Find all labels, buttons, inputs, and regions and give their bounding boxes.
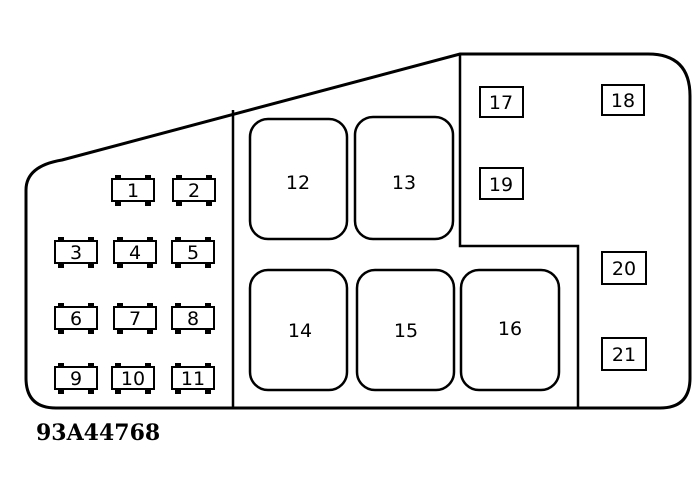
fuse-10-label: 10 <box>121 368 145 390</box>
fuse-1-label: 1 <box>127 180 139 202</box>
divider-right <box>458 54 580 408</box>
fuse-11: 11 <box>171 363 215 394</box>
fuse-9: 9 <box>54 363 98 394</box>
fuse-5-label: 5 <box>187 242 199 264</box>
relay-14: 14 <box>248 268 349 392</box>
fuse-3: 3 <box>54 237 98 268</box>
fuse-8: 8 <box>171 303 215 334</box>
fuse-11-label: 11 <box>181 368 205 390</box>
fuse-6: 6 <box>54 303 98 334</box>
fuse-17: 17 <box>479 86 524 118</box>
fuse-18-label: 18 <box>611 90 635 112</box>
fuse-20: 20 <box>601 251 647 285</box>
relay-15: 15 <box>355 268 456 392</box>
fuse-block-outline <box>24 52 692 410</box>
fuse-4: 4 <box>113 237 157 268</box>
fuse-19: 19 <box>479 167 524 200</box>
fuse-20-label: 20 <box>612 258 636 280</box>
fuse-5: 5 <box>171 237 215 268</box>
fuse-2-label: 2 <box>188 180 200 202</box>
fuse-19-label: 19 <box>489 174 513 196</box>
fuse-9-label: 9 <box>70 368 82 390</box>
fuse-3-label: 3 <box>70 242 82 264</box>
relay-13-label: 13 <box>392 172 416 194</box>
fuse-21-label: 21 <box>612 344 636 366</box>
fuse-2: 2 <box>172 175 216 206</box>
relay-12: 12 <box>248 117 349 241</box>
fuse-21: 21 <box>601 337 647 371</box>
fuse-4-label: 4 <box>129 242 141 264</box>
fuse-17-label: 17 <box>489 92 513 114</box>
fuse-6-label: 6 <box>70 308 82 330</box>
relay-16-label: 16 <box>498 318 522 340</box>
fuse-1: 1 <box>111 175 155 206</box>
fuse-10: 10 <box>111 363 155 394</box>
fuse-7-label: 7 <box>129 308 141 330</box>
fuse-7: 7 <box>113 303 157 334</box>
relay-14-label: 14 <box>288 320 312 342</box>
relay-16: 16 <box>459 268 561 392</box>
fuse-8-label: 8 <box>187 308 199 330</box>
relay-15-label: 15 <box>394 320 418 342</box>
relay-12-label: 12 <box>286 172 310 194</box>
fuse-18: 18 <box>601 84 645 116</box>
relay-13: 13 <box>353 115 455 241</box>
figure-code: 93A44768 <box>36 420 161 446</box>
